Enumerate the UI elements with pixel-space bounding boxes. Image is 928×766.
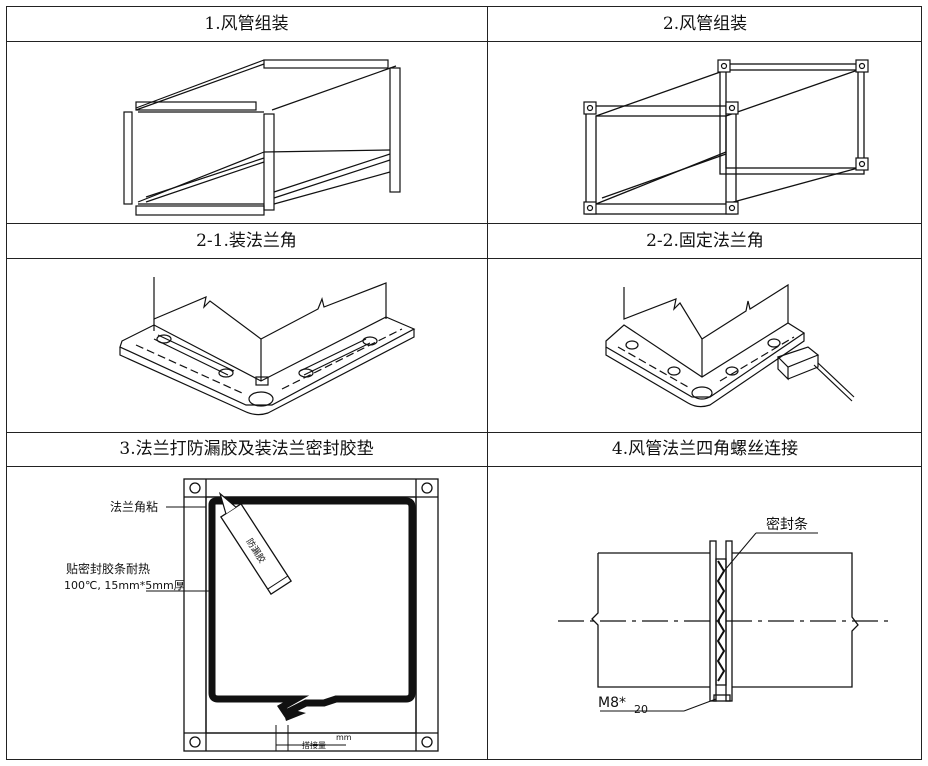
grid-divider-h2 xyxy=(6,223,922,224)
gasket-spec-label-2: 100℃, 15mm*5mm厚 xyxy=(64,579,185,592)
flange-corner-install-drawing xyxy=(119,277,416,416)
duct-front-frame xyxy=(585,105,737,215)
flange-corner-fix-drawing xyxy=(605,283,855,408)
flange-bolt-connection-drawing: 密封条 M8* 20 xyxy=(558,516,888,716)
duct-back-frame xyxy=(719,63,865,175)
step-2-title: 2.风管组装 xyxy=(662,14,748,34)
right-flange-strip-back xyxy=(389,67,401,193)
overlap-dimension-unit: mm xyxy=(336,733,352,742)
grid-divider-vertical xyxy=(487,6,488,760)
duct-wall-right xyxy=(260,282,387,340)
duct-right-section xyxy=(732,552,859,688)
flange-corner-plate xyxy=(605,322,806,398)
top-flange-strip-back xyxy=(263,59,389,69)
bolt-hole xyxy=(691,386,713,400)
step-2-2-title: 2-2.固定法兰角 xyxy=(646,231,764,251)
duct-wall-left xyxy=(623,287,703,377)
flange-corner-glue-label: 法兰角粘 xyxy=(110,499,158,514)
step-1-title: 1.风管组装 xyxy=(204,14,289,34)
duct-left-section xyxy=(591,552,710,688)
top-flange-strip-front xyxy=(135,101,257,111)
corner-bolt-hole xyxy=(189,482,201,494)
flange-left xyxy=(709,540,717,702)
left-flange-strip-front xyxy=(123,111,133,205)
grid-divider-h3 xyxy=(6,258,922,259)
overlap-dimension-label: 搭接量 xyxy=(302,740,326,750)
right-flange-strip-front xyxy=(263,113,275,211)
sealant-tube xyxy=(218,491,293,596)
grid-divider-h4 xyxy=(6,432,922,433)
riveting-tool-rod xyxy=(813,364,853,402)
sealing-gasket xyxy=(208,497,416,718)
step-4-title: 4.风管法兰四角螺丝连接 xyxy=(611,439,799,459)
duct-assembly-drawing-2 xyxy=(583,59,869,215)
grid-divider-h5 xyxy=(6,466,922,467)
duct-wall-right xyxy=(701,283,789,340)
bottom-flange-strip xyxy=(135,205,265,216)
bolt-spec-length: 20 xyxy=(634,703,648,716)
sealing-strip xyxy=(716,560,726,682)
grid-divider-h1 xyxy=(6,41,922,42)
instruction-grid xyxy=(6,6,922,760)
flange-outer-frame xyxy=(183,478,439,752)
step-3-title: 3.法兰打防漏胶及装法兰密封胶垫 xyxy=(119,439,374,459)
gasket-spec-label-1: 贴密封胶条耐热 xyxy=(66,561,150,576)
flange-sealing-drawing: 防漏胶 法兰角粘 贴密封胶条耐热 100℃, 15mm*5mm厚 搭接量 mm xyxy=(64,478,439,752)
bolt-spec-label: M8* xyxy=(598,695,626,711)
sealing-strip-label: 密封条 xyxy=(766,516,808,533)
duct-assembly-drawing-1 xyxy=(123,59,401,216)
step-2-1-title: 2-1.装法兰角 xyxy=(196,231,297,251)
bolt-hole xyxy=(248,391,274,407)
flange-corner-plate xyxy=(119,316,416,406)
riveting-tool-head xyxy=(776,346,820,368)
